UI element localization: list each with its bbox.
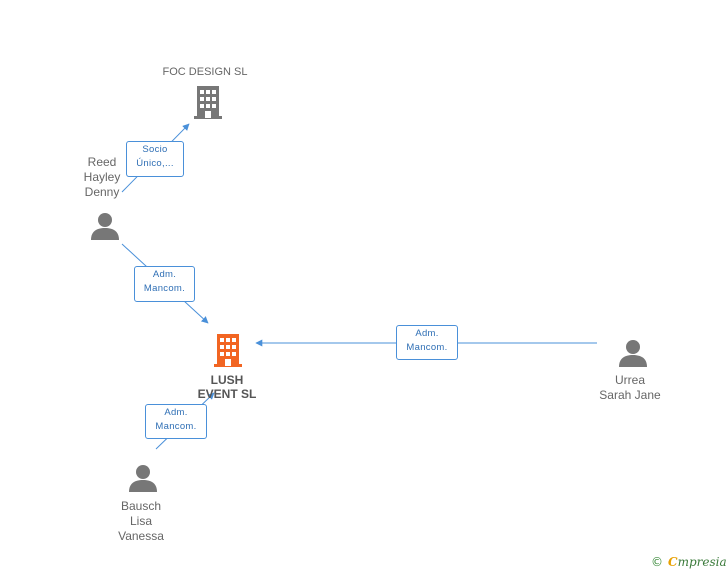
company-name-lush-event: LUSH EVENT SL [197,373,257,401]
relation-label-urrea-lush[interactable]: Adm. Mancom. [396,325,458,360]
person-icon [129,465,157,492]
company-name-foc-design: FOC DESIGN SL [162,66,248,78]
company-node-lush-event[interactable]: LUSH EVENT SL [186,332,268,404]
person-name-reed: Reed Hayley Denny [83,155,121,199]
relation-label-bausch-lush[interactable]: Adm. Mancom. [145,404,207,439]
person-name-urrea: Urrea Sarah Jane [599,373,661,402]
person-icon [619,340,647,367]
building-icon [194,86,222,119]
building-icon [214,334,242,367]
person-node-bausch[interactable]: Bausch Lisa Vanessa [106,463,176,545]
empresia-logo: © Cmpresia [651,555,727,569]
person-node-reed[interactable]: Reed Hayley Denny [72,155,136,245]
relation-label-reed-lush[interactable]: Adm. Mancom. [134,266,195,302]
brand-name: mpresia [677,555,727,569]
brand-initial: C [668,555,678,569]
person-node-urrea[interactable]: Urrea Sarah Jane [590,338,674,404]
copyright-symbol: © [651,555,663,569]
relation-label-reed-foc[interactable]: Socio Único,... [126,141,184,177]
person-name-bausch: Bausch Lisa Vanessa [118,499,164,543]
company-node-foc-design[interactable]: FOC DESIGN SL [150,64,260,124]
person-icon [91,213,119,240]
